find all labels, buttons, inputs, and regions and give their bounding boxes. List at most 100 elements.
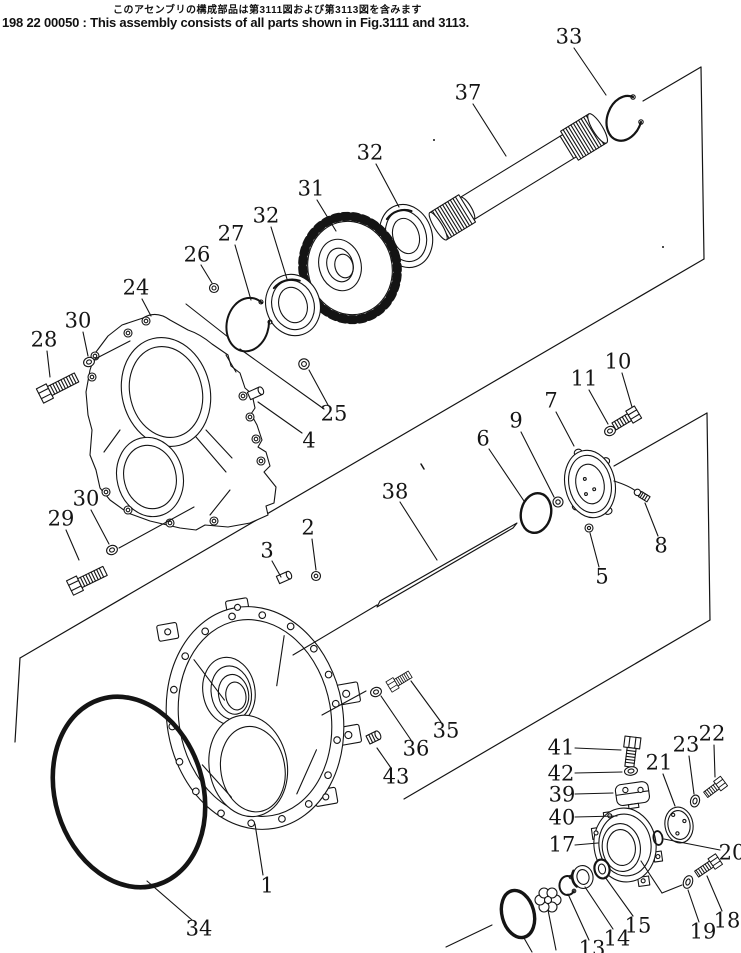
diagram-line: [574, 747, 622, 751]
diagram-line: [141, 298, 152, 317]
diagram-line: [567, 893, 590, 941]
pin-4: [246, 386, 265, 401]
part-callout-34: 34: [185, 916, 213, 941]
diagram-line: [19, 258, 705, 659]
diagram-line: [584, 886, 614, 930]
bolt-22: [703, 775, 729, 798]
fitting-8: [613, 480, 651, 503]
diagram-line: [523, 937, 533, 953]
part-callout-8: 8: [654, 533, 668, 558]
part-callout-6: 6: [476, 426, 490, 451]
header-note-english: 198 22 00050 : This assembly consists of…: [2, 15, 469, 30]
part-callout-39: 39: [548, 782, 576, 807]
part-callout-38: 38: [381, 479, 409, 504]
diagram-line: [316, 199, 337, 232]
part-callout-19: 19: [689, 919, 717, 944]
header-note-japanese: このアセンブリの構成部品は第3111図および第3113図を含みます: [113, 5, 422, 16]
part-callout-41: 41: [547, 735, 575, 760]
snap-ring-33: [605, 94, 644, 142]
diagram-line: [589, 532, 600, 568]
diagram-line: [94, 340, 131, 360]
part-number: 198 22 00050: [2, 15, 80, 30]
diagram-line: [375, 163, 400, 208]
part-callout-7: 7: [544, 388, 558, 413]
assembly-note: : This assembly consists of all parts sh…: [82, 15, 470, 30]
part-callout-36: 36: [402, 736, 430, 761]
bolt-29: [65, 565, 108, 596]
part-callout-42: 42: [547, 761, 575, 786]
diagram-line: [574, 771, 623, 774]
seal-15: [593, 858, 611, 880]
diagram-line: [146, 880, 193, 921]
o-ring-20: [652, 830, 664, 846]
part-callout-33: 33: [555, 24, 583, 49]
o-ring-16: [499, 888, 537, 940]
diagram-line: [661, 884, 683, 894]
diagram-line: [662, 773, 676, 807]
washer-23: [689, 794, 701, 808]
part-callout-32: 32: [252, 203, 280, 228]
part-callout-31: 31: [297, 176, 325, 201]
bolt-28: [35, 372, 80, 404]
part-callout-5: 5: [595, 564, 609, 589]
cover-plate-21: [664, 806, 694, 844]
ball-9: [552, 496, 564, 508]
plug-43: [365, 730, 382, 745]
diagram-line: [687, 889, 700, 923]
diagram-line: [14, 657, 21, 743]
diagram-line: [311, 538, 317, 571]
part-callout-30: 30: [64, 308, 92, 333]
diagram-line: [574, 815, 618, 818]
part-callout-26: 26: [183, 242, 211, 267]
part-callout-4: 4: [302, 428, 316, 453]
bolt-35: [385, 670, 413, 693]
part-callout-23: 23: [672, 732, 700, 757]
diagram-line: [700, 66, 705, 260]
diagram-line: [254, 823, 264, 876]
rotor-12: [534, 887, 562, 913]
part-callout-18: 18: [713, 908, 741, 933]
diagram-line: [399, 501, 438, 561]
diagram-line: [46, 350, 51, 378]
bearing-32-upper: [378, 203, 434, 269]
diagram-line: [257, 401, 303, 434]
diagram-line: [200, 264, 213, 284]
bolt-10: [611, 405, 643, 431]
diagram-line: [270, 226, 288, 280]
round-cover-7: [563, 448, 617, 519]
washer-36: [370, 686, 382, 698]
diagram-line: [574, 792, 614, 795]
part-callout-13: 13: [578, 936, 606, 953]
diagram-line: [403, 619, 711, 800]
washer-19: [682, 875, 694, 889]
diagram-line: [663, 838, 721, 851]
breather-39: [614, 781, 651, 810]
diagram-line: [292, 604, 378, 656]
diagram-line: [706, 875, 723, 912]
part-callout-43: 43: [382, 764, 410, 789]
diagram-line: [380, 695, 412, 741]
diagram-line: [520, 431, 555, 498]
diagram-line: [621, 372, 633, 408]
o-ring-34: [50, 694, 208, 890]
part-callout-11: 11: [570, 366, 598, 391]
part-callout-28: 28: [30, 327, 58, 352]
part-callout-32: 32: [356, 140, 384, 165]
diagram-line: [376, 747, 392, 769]
gear-31: [298, 211, 402, 325]
rod-38: [376, 522, 518, 608]
diagram-line: [713, 744, 716, 778]
part-callout-10: 10: [604, 349, 632, 374]
diagram-line: [445, 924, 493, 948]
part-callout-40: 40: [548, 805, 576, 830]
diagram-line: [688, 755, 695, 795]
part-callout-9: 9: [509, 408, 523, 433]
cover-casting-24: [85, 313, 277, 531]
part-callout-25: 25: [320, 401, 348, 426]
part-callout-37: 37: [454, 80, 482, 105]
diagram-line: [642, 66, 702, 102]
part-callout-21: 21: [645, 750, 673, 775]
